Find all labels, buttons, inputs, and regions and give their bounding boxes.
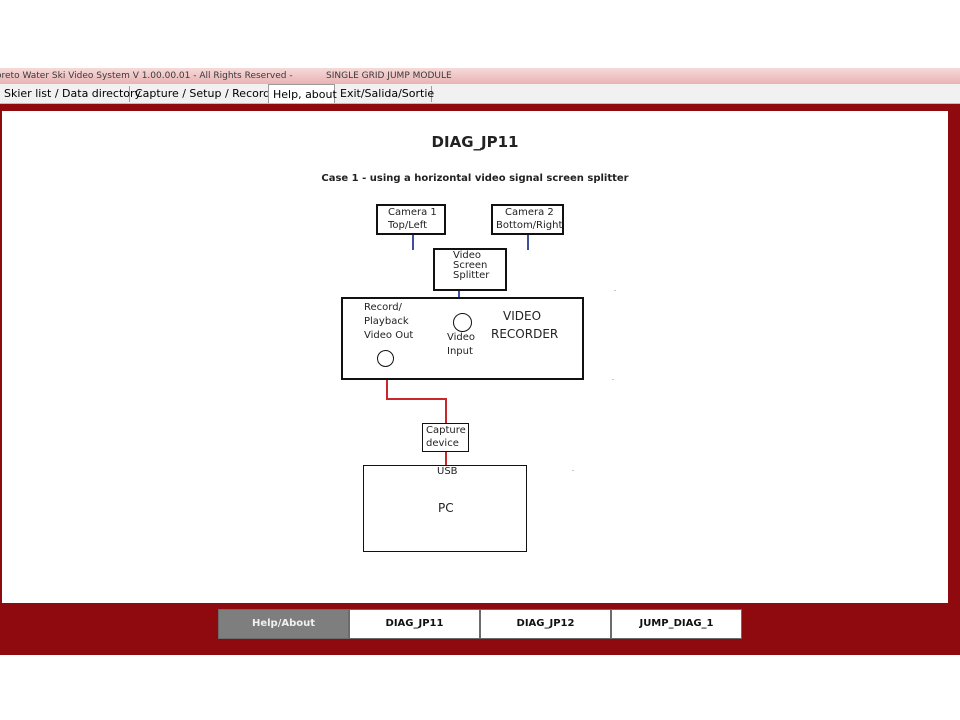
- menu-capture-setup-record[interactable]: Capture / Setup / Record: [131, 86, 270, 102]
- capture-device-box: Capture device: [422, 423, 469, 452]
- capture-line2: device: [426, 438, 459, 449]
- splitter-line3: Splitter: [453, 270, 490, 281]
- wire-videoout-down: [386, 369, 388, 399]
- usb-label: USB: [437, 466, 458, 477]
- recorder-title-line1: VIDEO: [503, 309, 542, 323]
- diagram-panel: DIAG_JP11 Case 1 - using a horizontal vi…: [2, 111, 948, 603]
- wire-to-capture: [445, 398, 447, 424]
- camera2-line2: Bottom/Right: [496, 220, 563, 231]
- recorder-out-line2: Playback: [364, 316, 409, 327]
- title-bar: oreto Water Ski Video System V 1.00.00.0…: [0, 68, 960, 84]
- video-recorder-box: Record/ Playback Video Out Video Input V…: [341, 297, 584, 380]
- recorder-out-line3: Video Out: [364, 330, 414, 341]
- splitter-line2: Screen: [453, 260, 488, 271]
- menu-skier-list[interactable]: Skier list / Data directory: [0, 86, 141, 102]
- wire-camera1-splitter: [412, 234, 414, 250]
- diagram-title: DIAG_JP11: [431, 133, 519, 151]
- module-title: SINGLE GRID JUMP MODULE: [326, 71, 452, 81]
- splitter-box: Video Screen Splitter: [433, 248, 507, 291]
- diagram-subtitle: Case 1 - using a horizontal video signal…: [321, 173, 629, 184]
- diag-jp12-button[interactable]: DIAG_JP12: [480, 609, 611, 639]
- recorder-out-line1: Record/: [364, 302, 402, 313]
- app-title: oreto Water Ski Video System V 1.00.00.0…: [0, 71, 293, 81]
- recorder-title-line2: RECORDER: [491, 327, 559, 341]
- app-window: oreto Water Ski Video System V 1.00.00.0…: [0, 68, 960, 655]
- video-input-port-icon: [453, 313, 472, 332]
- video-out-port-icon: [377, 350, 394, 367]
- capture-line1: Capture: [426, 425, 466, 436]
- camera2-box: Camera 2 Bottom/Right: [491, 204, 564, 235]
- pc-label: PC: [438, 501, 454, 515]
- menu-bar: Skier list / Data directory Capture / Se…: [0, 84, 960, 104]
- wire-capture-pc: [445, 451, 447, 465]
- diag-jp11-button[interactable]: DIAG_JP11: [349, 609, 480, 639]
- splitter-line1: Video: [453, 250, 482, 261]
- camera1-line1: Camera 1: [388, 207, 437, 218]
- jump-diag-1-button[interactable]: JUMP_DIAG_1: [611, 609, 742, 639]
- help-about-button[interactable]: Help/About: [218, 609, 349, 639]
- wire-camera2-splitter: [527, 234, 529, 250]
- wire-videoout-across: [386, 398, 447, 400]
- camera1-box: Camera 1 Top/Left: [376, 204, 446, 235]
- scan-speck: [614, 290, 616, 291]
- pc-box: USB PC: [363, 465, 527, 552]
- scan-speck: [572, 470, 574, 471]
- recorder-input-line2: Input: [447, 346, 473, 357]
- menu-help-about[interactable]: Help, about: [268, 84, 337, 103]
- recorder-input-line1: Video: [447, 332, 476, 343]
- camera1-line2: Top/Left: [388, 220, 428, 231]
- bottom-button-bar: Help/About DIAG_JP11 DIAG_JP12 JUMP_DIAG…: [218, 609, 744, 640]
- camera2-line1: Camera 2: [505, 207, 554, 218]
- menu-exit[interactable]: Exit/Salida/Sortie: [336, 86, 434, 102]
- scan-speck: [612, 379, 614, 380]
